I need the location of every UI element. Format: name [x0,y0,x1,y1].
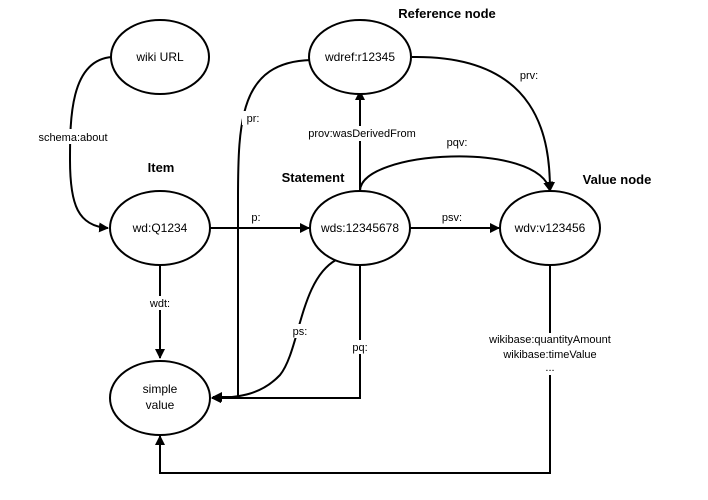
edge-label-bg [289,324,311,338]
heading-item: Item [148,160,175,175]
node-wds [309,190,411,266]
edge-label-pr: pr: [247,113,260,125]
node-wd-item-label: wd:Q1234 [132,221,188,235]
node-wdref [308,19,412,95]
edge-label-prov-was-derived-from: prov:wasDerivedFrom [308,128,416,140]
edge-label-bg [147,296,173,310]
edge-label-time-value: wikibase:timeValue [502,349,596,361]
edge-label-pq: pq: [352,342,367,354]
node-wdv [499,190,601,266]
edge-label-bg [444,136,470,150]
heading-reference-node: Reference node [398,6,496,21]
node-wiki-url-label: wiki URL [135,50,184,64]
edge-pqv [359,155,554,192]
edge-label-quantity-amount: wikibase:quantityAmount [488,334,611,346]
edge-label-pqv: pqv: [447,137,468,149]
node-wiki-url [110,19,210,95]
edge-label-p: p: [251,212,260,224]
edge-label-bg [30,129,116,144]
node-simple-value-label-2: value [146,398,175,412]
edge-label-bg [480,333,620,375]
edge-label-bg [298,126,426,141]
edge-label-prv: prv: [520,70,538,82]
edge-pq [211,265,361,403]
edge-label-psv: psv: [442,212,462,224]
edge-prv [411,55,555,192]
edge-label-bg [242,111,262,125]
edge-ps [211,259,337,403]
edge-schema-about [68,56,113,233]
edge-label-ellipsis: ... [545,362,554,374]
node-simple-value-label-1: simple [143,382,178,396]
node-wdv-label: wdv:v123456 [514,221,586,235]
node-wds-label: wds:12345678 [320,221,399,235]
node-wdref-label: wdref:r12345 [324,50,395,64]
edge-label-schema-about: schema:about [38,132,107,144]
edge-label-ps: ps: [293,326,308,338]
edge-label-bg [349,340,371,354]
heading-value-node: Value node [583,172,652,187]
edge-label-bg [515,68,543,82]
node-wd-item [109,190,211,266]
heading-statement: Statement [282,170,346,185]
node-simple-value [109,360,211,436]
edge-label-wdt: wdt: [149,298,170,310]
